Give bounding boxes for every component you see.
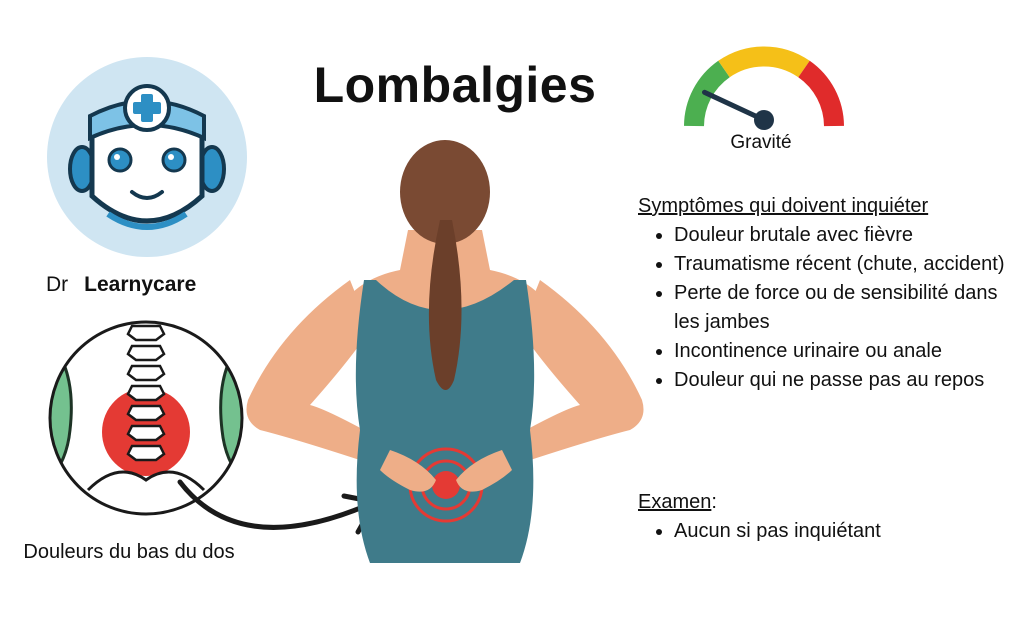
gauge-yellow-segment bbox=[718, 46, 810, 78]
gauge-pivot bbox=[754, 110, 774, 130]
page-title: Lombalgies bbox=[313, 57, 597, 113]
woman-back-pain-illustration bbox=[246, 140, 644, 563]
doctor-brand: Learnycare bbox=[84, 273, 197, 296]
exam-heading: Examen bbox=[638, 491, 712, 513]
symptom-item: Traumatisme récent (chute, accident) bbox=[674, 250, 1008, 279]
doctor-title: Dr bbox=[46, 273, 69, 296]
exam-section: Examen: Aucun si pas inquiétant bbox=[638, 488, 1008, 546]
doctor-name: Dr Learnycare bbox=[46, 273, 196, 297]
spine-caption: Douleurs du bas du dos bbox=[23, 541, 235, 563]
exam-list: Aucun si pas inquiétant bbox=[638, 517, 1008, 546]
lower-spine-illustration bbox=[48, 320, 244, 516]
robot-doctor-avatar bbox=[47, 57, 247, 257]
gauge-needle bbox=[702, 89, 767, 123]
gauge-red-segment bbox=[797, 60, 844, 127]
symptom-item: Douleur brutale avec fièvre bbox=[674, 221, 1008, 250]
severity-gauge bbox=[684, 46, 844, 130]
gauge-green-segment bbox=[684, 60, 731, 127]
symptom-item: Incontinence urinaire ou anale bbox=[674, 337, 1008, 366]
symptom-item: Douleur qui ne passe pas au repos bbox=[674, 366, 1008, 395]
symptoms-heading: Symptômes qui doivent inquiéter bbox=[638, 195, 929, 217]
symptom-item: Perte de force ou de sensibilité dans le… bbox=[674, 279, 1008, 337]
symptoms-list: Douleur brutale avec fièvre Traumatisme … bbox=[638, 221, 1008, 395]
warning-symptoms-section: Symptômes qui doivent inquiéter Douleur … bbox=[638, 192, 1008, 395]
exam-heading-colon: : bbox=[711, 491, 717, 513]
gauge-label: Gravité bbox=[730, 132, 792, 153]
exam-item: Aucun si pas inquiétant bbox=[674, 517, 1008, 546]
